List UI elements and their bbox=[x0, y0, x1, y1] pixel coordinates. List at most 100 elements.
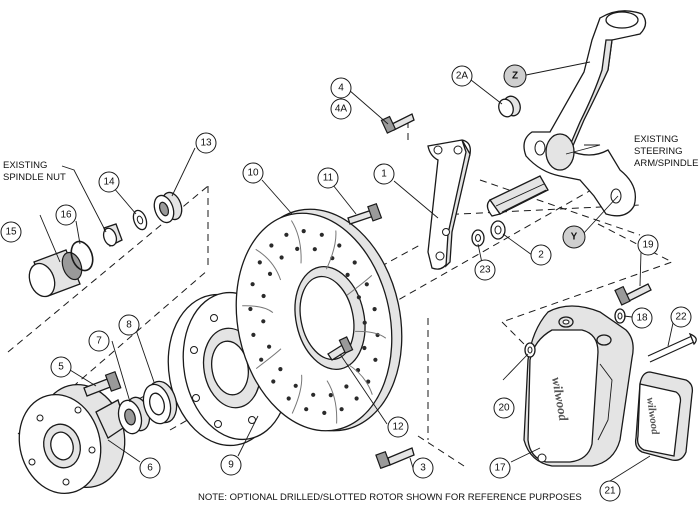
rotor-drill-hole bbox=[345, 272, 350, 277]
leader-lines bbox=[39, 61, 674, 487]
svg-text:11: 11 bbox=[323, 173, 334, 184]
svg-text:9: 9 bbox=[228, 460, 234, 471]
svg-text:8: 8 bbox=[126, 320, 132, 331]
caliper-bracket-part-1 bbox=[427, 139, 471, 270]
spindle-nut-washer-part-14 bbox=[102, 209, 148, 247]
part-label-17: 17 bbox=[489, 457, 511, 479]
wheel-stud-part-5 bbox=[83, 371, 122, 397]
rotor-drill-hole bbox=[356, 295, 361, 300]
svg-text:5: 5 bbox=[58, 362, 64, 373]
rotor-drill-hole bbox=[261, 319, 266, 324]
part-label-11: 11 bbox=[317, 167, 339, 189]
callout-existing-spindle-nut: EXISTING SPINDLE NUT bbox=[3, 160, 66, 183]
rotor-drill-hole bbox=[372, 307, 377, 312]
pad-brand-text: wilwood bbox=[644, 397, 661, 436]
svg-text:21: 21 bbox=[604, 486, 616, 497]
part-label-20: 20 bbox=[493, 397, 515, 419]
steering-arm-spindle bbox=[486, 10, 647, 217]
brake-pads-part-21 bbox=[634, 371, 694, 461]
reference-label-y: Y bbox=[562, 225, 586, 249]
svg-text:10: 10 bbox=[247, 168, 259, 179]
spindle-nut-line-1: EXISTING bbox=[3, 160, 47, 171]
bolt-part-3 bbox=[375, 447, 415, 470]
rotor-drill-hole bbox=[364, 282, 369, 287]
part-label-23: 23 bbox=[474, 259, 496, 281]
rotor-drill-hole bbox=[311, 392, 316, 397]
rotor-drill-hole bbox=[328, 393, 333, 398]
rotor-slot bbox=[290, 220, 302, 264]
part-label-6: 6 bbox=[139, 457, 161, 479]
svg-text:22: 22 bbox=[675, 312, 687, 323]
svg-text:4A: 4A bbox=[335, 104, 348, 115]
rotor-drill-hole bbox=[279, 255, 284, 260]
rotor-drill-hole bbox=[293, 383, 298, 388]
rotor-slot bbox=[325, 230, 337, 270]
svg-text:2: 2 bbox=[538, 250, 544, 261]
rotor-drill-hole bbox=[362, 345, 367, 351]
washer-part-23 bbox=[471, 229, 485, 247]
bearing-part-13 bbox=[153, 191, 183, 224]
rotor-drill-hole bbox=[304, 407, 309, 412]
spacer-part-2a bbox=[498, 95, 521, 118]
part-label-4a: 4A bbox=[330, 98, 352, 120]
rotor-drill-hole bbox=[354, 396, 359, 401]
reference-note: NOTE: OPTIONAL DRILLED/SLOTTED ROTOR SHO… bbox=[198, 492, 582, 503]
svg-text:Z: Z bbox=[512, 71, 518, 82]
part-label-22: 22 bbox=[670, 306, 692, 328]
rotor-slot bbox=[347, 363, 373, 395]
rotor-slot bbox=[242, 305, 274, 313]
seal-part-8 bbox=[142, 380, 178, 425]
svg-text:18: 18 bbox=[636, 313, 648, 324]
svg-text:16: 16 bbox=[60, 210, 72, 221]
rotor-drill-hole bbox=[319, 232, 324, 237]
washer-part-20 bbox=[524, 342, 536, 358]
part-label-18: 18 bbox=[631, 307, 653, 329]
steering-arm-line-3: ARM/SPINDLE bbox=[634, 158, 698, 169]
part-label-8: 8 bbox=[118, 314, 140, 336]
part-label-9: 9 bbox=[220, 454, 242, 476]
part-label-5: 5 bbox=[50, 356, 72, 378]
rotor-slot bbox=[355, 330, 387, 339]
rotor-drill-hole bbox=[295, 246, 300, 251]
rotor-drill-hole bbox=[267, 344, 272, 349]
svg-text:Y: Y bbox=[571, 232, 578, 243]
part-label-7: 7 bbox=[88, 330, 110, 352]
part-label-1: 1 bbox=[373, 163, 395, 185]
svg-text:1: 1 bbox=[381, 169, 387, 180]
o-ring-part-16 bbox=[70, 240, 94, 272]
rotor-drill-hole bbox=[322, 410, 327, 415]
rotor-drill-hole bbox=[339, 407, 344, 412]
steering-arm-line-1: EXISTING bbox=[634, 134, 678, 145]
steering-arm-line-2: STEERING bbox=[634, 146, 683, 157]
rotor-drill-hole bbox=[271, 379, 276, 384]
svg-text:12: 12 bbox=[392, 422, 404, 433]
rotor-drill-hole bbox=[248, 306, 253, 312]
rotor-drill-hole bbox=[250, 282, 255, 287]
part-label-12: 12 bbox=[387, 416, 409, 438]
svg-text:4: 4 bbox=[338, 83, 344, 94]
part-label-14: 14 bbox=[98, 171, 120, 193]
spindle-nut-line-2: SPINDLE NUT bbox=[3, 172, 66, 183]
svg-text:20: 20 bbox=[498, 403, 510, 414]
washer-part-18 bbox=[614, 308, 626, 324]
svg-text:23: 23 bbox=[479, 265, 491, 276]
part-label-21: 21 bbox=[599, 480, 621, 502]
svg-text:14: 14 bbox=[103, 177, 115, 188]
svg-text:7: 7 bbox=[96, 336, 102, 347]
part-label-19: 19 bbox=[637, 234, 659, 256]
reference-label-z: Z bbox=[503, 64, 527, 88]
rotor-drill-hole bbox=[344, 384, 349, 389]
svg-text:17: 17 bbox=[494, 463, 506, 474]
bolt-part-11 bbox=[347, 202, 383, 225]
washer-part-2 bbox=[490, 220, 506, 240]
rotor-drill-hole bbox=[373, 357, 378, 362]
rotor-drill-hole bbox=[269, 243, 274, 248]
rotor-drill-hole bbox=[284, 232, 289, 237]
rotor-drill-hole bbox=[267, 271, 273, 276]
rotor-drill-hole bbox=[362, 320, 367, 325]
callout-existing-steering-arm: EXISTING STEERING ARM/SPINDLE bbox=[634, 134, 698, 169]
dust-cap-part-15 bbox=[28, 249, 83, 298]
svg-text:15: 15 bbox=[5, 227, 17, 238]
